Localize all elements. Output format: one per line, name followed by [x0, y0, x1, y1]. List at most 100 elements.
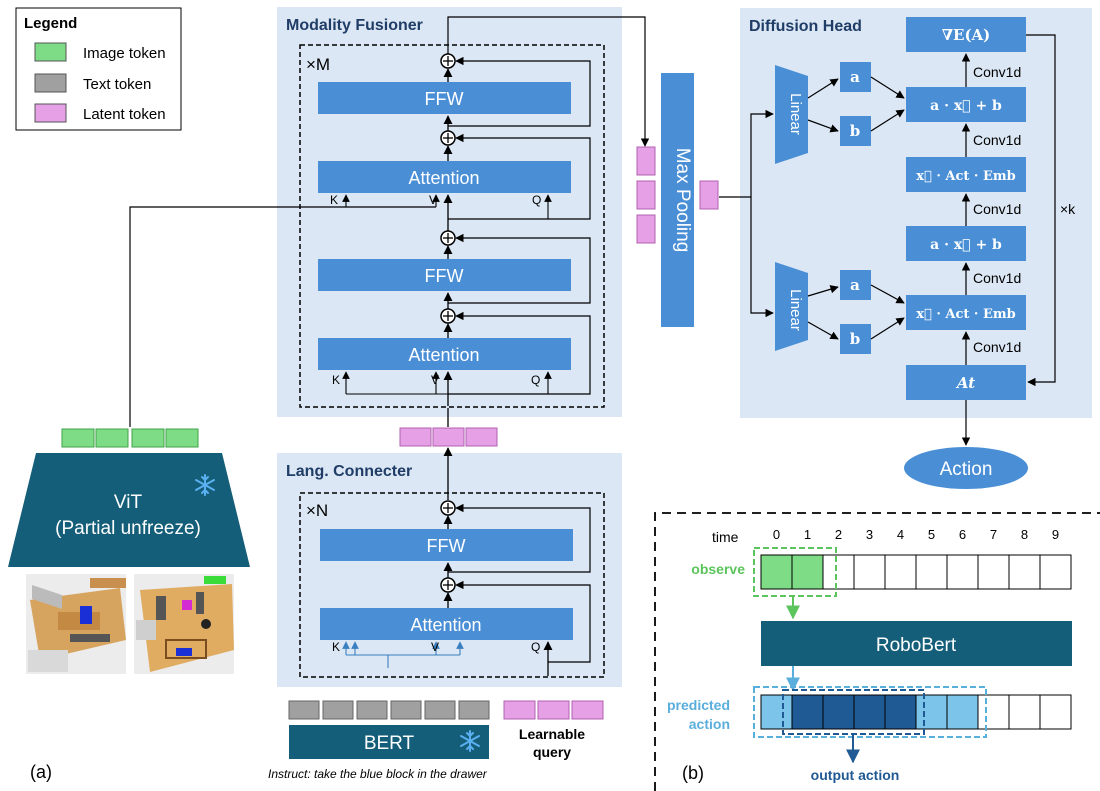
- predicted-cell: [946, 694, 979, 730]
- time-tick-label: 8: [1021, 527, 1028, 542]
- diffusion-head-title: Diffusion Head: [749, 18, 862, 35]
- vit-to-fusioner-line: [129, 206, 436, 427]
- attention-label: Attention: [410, 615, 481, 635]
- key-label: K: [330, 193, 338, 207]
- learnable-query-token: [571, 700, 604, 720]
- bert-block: BERT Learnable query Instruct: take the …: [268, 700, 604, 781]
- repeat-box: [299, 44, 605, 408]
- linear-label: Linear: [787, 93, 804, 135]
- lang-connecter: Lang. Connecter ×N FFW Attention: [277, 447, 622, 687]
- learnable-query-label: query: [533, 744, 571, 760]
- observe-cell: [791, 554, 824, 590]
- action-label: Action: [940, 459, 993, 480]
- output-window: [782, 689, 925, 735]
- affine-label: a · x⃗ + b: [930, 98, 1002, 114]
- ffw-label: FFW: [425, 266, 464, 286]
- lang-connecter-title: Lang. Connecter: [286, 463, 412, 480]
- time-tick-label: 4: [897, 527, 904, 542]
- predicted-window: [753, 686, 987, 738]
- a-param-box: [840, 62, 871, 92]
- a-param-box: [840, 270, 871, 300]
- observe-cell: [1008, 554, 1041, 590]
- legend-image-label: Image token: [83, 45, 166, 62]
- query-label: Q: [531, 373, 540, 387]
- time-tick-label: 5: [928, 527, 935, 542]
- linear-label: Linear: [787, 289, 804, 331]
- predicted-label: action: [689, 716, 730, 732]
- observe-cell: [853, 554, 886, 590]
- action-output: [904, 447, 1028, 489]
- conv1d-label: Conv1d: [973, 339, 1021, 355]
- bert-label: BERT: [364, 733, 415, 754]
- observe-cell: [946, 554, 979, 590]
- panel-label-b: (b): [682, 763, 704, 783]
- robot-scene-image-1: [26, 574, 126, 674]
- ffw-block: [320, 529, 573, 561]
- attention-block: [318, 161, 571, 193]
- act-emb-box: [906, 157, 1026, 192]
- latent-token: [465, 427, 498, 447]
- time-tick-label: 0: [773, 527, 780, 542]
- text-token: [458, 700, 490, 720]
- legend-image-swatch: [34, 42, 67, 62]
- text-token: [424, 700, 456, 720]
- attention-block: [318, 338, 571, 370]
- predicted-cell: [1039, 694, 1072, 730]
- act-emb-label: x⃗ · Act · Emb: [916, 307, 1015, 322]
- predicted-cell: [853, 694, 886, 730]
- affine-box: [906, 87, 1026, 122]
- legend-text-swatch: [34, 73, 67, 93]
- gradient-energy-label: ∇E(A): [942, 26, 991, 44]
- snowflake-icon: [460, 730, 480, 752]
- attention-label: Attention: [408, 345, 479, 365]
- affine-box: [906, 226, 1026, 261]
- time-label: time: [712, 529, 739, 545]
- vit-block: ViT (Partial unfreeze): [8, 428, 250, 674]
- conv1d-label: Conv1d: [973, 270, 1021, 286]
- observe-cell: [884, 554, 917, 590]
- observe-cell: [760, 554, 793, 590]
- predicted-cell: [822, 694, 855, 730]
- act-emb-box: [906, 295, 1026, 330]
- repeat-m-label: ×M: [306, 55, 330, 74]
- iteration-loop: [1026, 34, 1056, 387]
- max-pooling: Max Pooling: [636, 73, 719, 327]
- ffw-label: FFW: [427, 536, 466, 556]
- time-tick-label: 3: [866, 527, 873, 542]
- learnable-query-label: Learnable: [519, 726, 585, 742]
- time-tick-label: 7: [990, 527, 997, 542]
- legend-text-label: Text token: [83, 76, 151, 93]
- key-label: K: [332, 640, 340, 654]
- observe-cell: [977, 554, 1010, 590]
- image-token: [95, 428, 129, 448]
- text-token: [390, 700, 422, 720]
- key-label: K: [332, 373, 340, 387]
- affine-label: a · x⃗ + b: [930, 237, 1002, 253]
- query-label: Q: [532, 193, 541, 207]
- a-label: a: [850, 276, 860, 294]
- text-token: [288, 700, 320, 720]
- max-pooling-label: Max Pooling: [672, 148, 693, 253]
- image-token: [131, 428, 165, 448]
- time-tick-label: 9: [1052, 527, 1059, 542]
- conv1d-label: Conv1d: [973, 132, 1021, 148]
- legend: Legend Image token Text token Latent tok…: [15, 7, 182, 131]
- ffw-label: FFW: [425, 89, 464, 109]
- observe-label: observe: [691, 561, 745, 577]
- at-box: [906, 365, 1026, 400]
- robobert-box: [761, 621, 1072, 666]
- conv1d-label: Conv1d: [973, 201, 1021, 217]
- predicted-cell: [977, 694, 1010, 730]
- predicted-cell: [791, 694, 824, 730]
- attention-label: Attention: [408, 168, 479, 188]
- instruction-text: Instruct: take the blue block in the dra…: [268, 767, 488, 781]
- diffusion-head: Diffusion Head Linear Linear a b a b: [719, 8, 1092, 418]
- predicted-cell: [1008, 694, 1041, 730]
- attention-block: [320, 608, 573, 640]
- repeat-n-label: ×N: [306, 501, 328, 520]
- ffw-block: [318, 82, 571, 114]
- query-label: Q: [531, 640, 540, 654]
- image-token: [165, 428, 199, 448]
